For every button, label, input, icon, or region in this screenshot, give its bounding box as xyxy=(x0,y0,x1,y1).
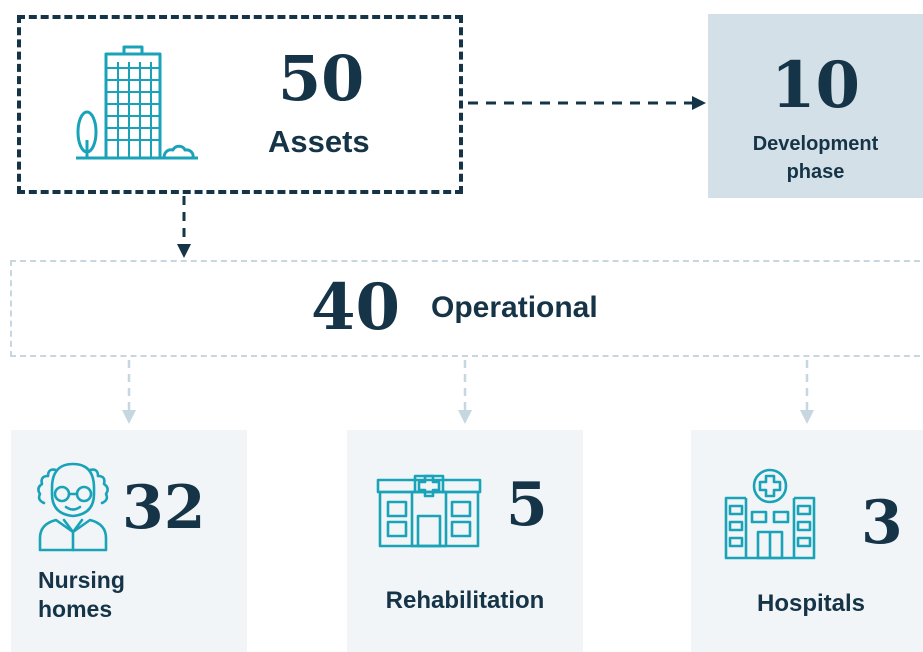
hospitals-label: Hospitals xyxy=(756,590,866,617)
development-label-line2: phase xyxy=(786,161,845,183)
arrow-operational-to-hospitals xyxy=(800,360,814,424)
nursing-homes-label-line1: Nursing xyxy=(38,567,125,593)
development-box: 10 Development phase xyxy=(708,14,923,198)
nursing-homes-label: Nursing homes xyxy=(38,566,218,624)
development-count: 10 xyxy=(770,48,861,123)
hospital-icon xyxy=(724,468,816,560)
arrow-assets-to-development xyxy=(468,96,706,110)
elderly-person-icon xyxy=(37,462,109,552)
nursing-homes-count: 32 xyxy=(122,473,206,543)
assets-label: Assets xyxy=(268,124,370,159)
rehabilitation-clinic-icon xyxy=(376,474,482,548)
nursing-homes-card xyxy=(11,430,247,652)
development-label-line1: Development xyxy=(752,133,879,155)
assets-box xyxy=(17,15,463,194)
operational-count: 40 xyxy=(311,270,401,345)
arrow-operational-to-nursing xyxy=(122,360,136,424)
development-label: Development phase xyxy=(708,130,923,186)
assets-count: 50 xyxy=(278,42,365,115)
operational-label: Operational xyxy=(431,291,598,324)
nursing-homes-label-line2: homes xyxy=(38,596,113,622)
arrow-assets-to-operational xyxy=(177,196,191,258)
rehabilitation-count: 5 xyxy=(506,470,548,540)
office-building-icon xyxy=(76,45,198,160)
rehabilitation-label: Rehabilitation xyxy=(385,587,545,614)
hospitals-count: 3 xyxy=(861,488,903,558)
rehabilitation-card xyxy=(347,430,583,652)
operational-box xyxy=(10,260,923,357)
arrow-operational-to-rehab xyxy=(458,360,472,424)
